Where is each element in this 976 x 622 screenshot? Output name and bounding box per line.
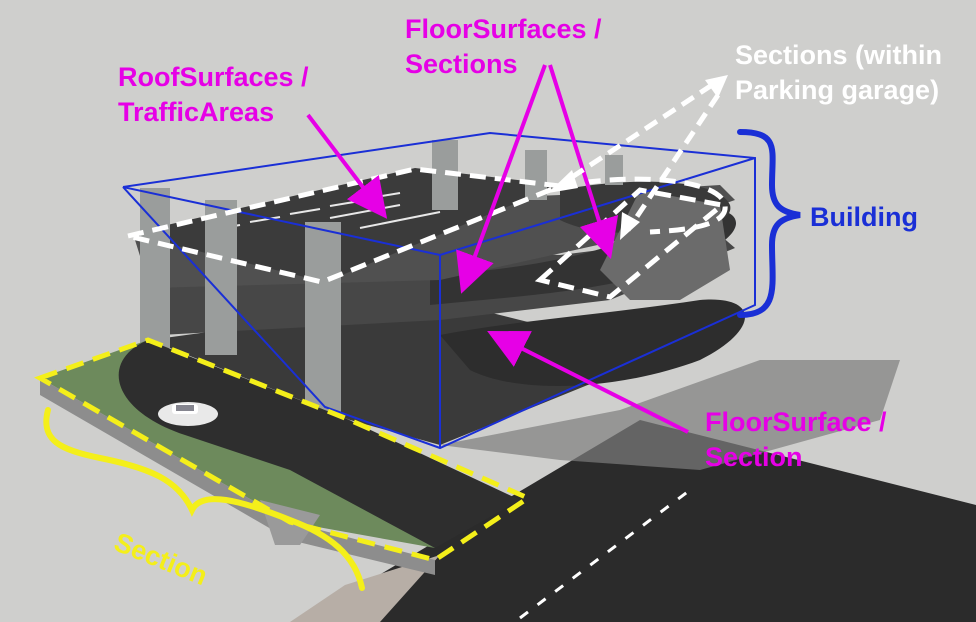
floor-surface-line-2: Section [705, 440, 887, 475]
floors-label-line-2: Sections [405, 47, 602, 82]
floor-surface-line-1: FloorSurface / [705, 405, 887, 440]
floor-surface-label: FloorSurface / Section [705, 405, 887, 475]
roof-surfaces-label: RoofSurfaces / TrafficAreas [118, 60, 309, 130]
building-label: Building [810, 200, 918, 235]
sections-within-line-1: Sections (within [735, 38, 942, 73]
sections-within-line-2: Parking garage) [735, 73, 942, 108]
sections-within-label: Sections (within Parking garage) [735, 38, 942, 108]
building-label-text: Building [810, 200, 918, 235]
roof-label-line-2: TrafficAreas [118, 95, 309, 130]
roof-label-line-1: RoofSurfaces / [118, 60, 309, 95]
car-icon [158, 402, 218, 426]
floor-surfaces-label: FloorSurfaces / Sections [405, 12, 602, 82]
floors-label-line-1: FloorSurfaces / [405, 12, 602, 47]
